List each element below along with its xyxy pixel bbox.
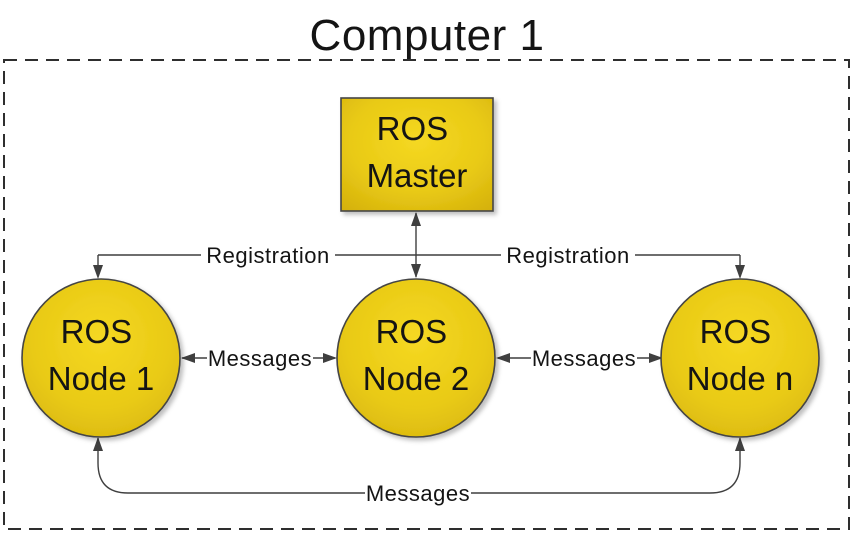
ros-node2-circle	[336, 278, 496, 438]
edge-label-messages-left: Messages	[208, 346, 312, 371]
ros-node1-circle	[21, 278, 181, 438]
computer-boundary-box	[3, 59, 850, 530]
ros-node-n-circle	[660, 278, 820, 438]
arrowhead-up-into-master	[411, 212, 421, 226]
label-bg-registration-right	[501, 242, 635, 270]
node-ros-node1: ROS Node 1	[21, 278, 181, 438]
arrowhead-up-into-node-n-bottom	[735, 437, 745, 451]
arrowhead-down-into-node2	[411, 264, 421, 278]
ros-node2-label: ROS Node 2	[363, 313, 469, 397]
label-bg-messages-right	[531, 345, 637, 371]
edge-label-registration-left: Registration	[206, 243, 329, 268]
node-ros-node-n: ROS Node n	[660, 278, 820, 438]
ros-node-n-label: ROS Node n	[687, 313, 793, 397]
arrowhead-right-into-node2	[323, 353, 337, 363]
arrowhead-left-into-node2	[496, 353, 510, 363]
ros-master-box	[340, 97, 494, 212]
arrowhead-up-into-node1-bottom	[93, 437, 103, 451]
label-bg-messages-bottom	[365, 480, 471, 506]
diagram-title: Computer 1	[310, 11, 545, 60]
arrowhead-right-into-node-n	[649, 353, 663, 363]
edge-label-messages-right: Messages	[532, 346, 636, 371]
edge-label-messages-bottom: Messages	[366, 481, 470, 506]
ros-master-label: ROS Master	[367, 110, 468, 194]
label-bg-messages-left	[207, 345, 313, 371]
ros-node1-label: ROS Node 1	[48, 313, 154, 397]
node-ros-master: ROS Master	[340, 97, 494, 212]
label-bg-registration-left	[201, 242, 335, 270]
arrowhead-left-into-node1	[181, 353, 195, 363]
arrowhead-down-into-node-n	[735, 265, 745, 279]
edge-label-registration-right: Registration	[506, 243, 629, 268]
arrowhead-down-into-node1	[93, 265, 103, 279]
node-ros-node2: ROS Node 2	[336, 278, 496, 438]
